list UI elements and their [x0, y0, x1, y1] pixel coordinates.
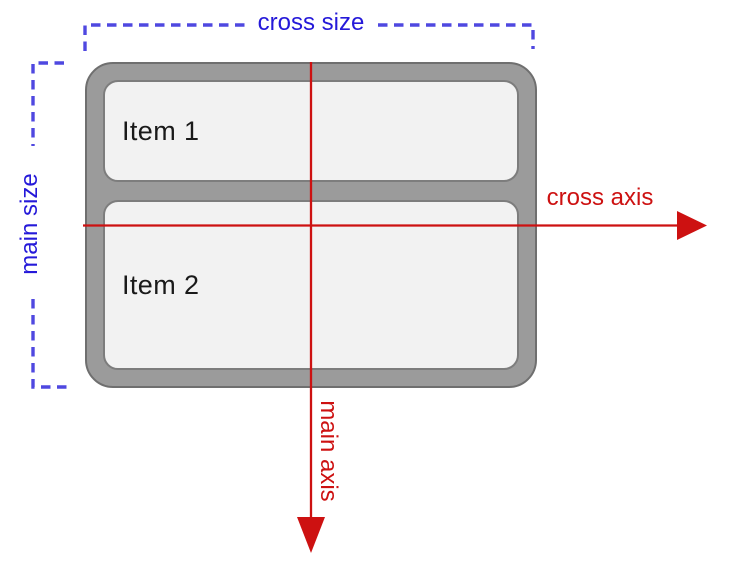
main-size-label: main size [16, 173, 43, 275]
main-size-bracket-bottom-segment [31, 299, 68, 389]
flex-item-2: Item 2 [103, 200, 519, 370]
cross-axis-label: cross axis [546, 184, 654, 211]
right-arrowhead-icon [677, 211, 707, 240]
flex-item-1: Item 1 [103, 80, 519, 182]
flex-item-2-label: Item 2 [122, 269, 200, 300]
main-axis-label: main axis [315, 400, 342, 502]
flex-container: Item 1 Item 2 [85, 62, 537, 388]
cross-size-bracket-right-segment [378, 23, 535, 49]
flex-item-1-label: Item 1 [122, 115, 200, 146]
down-arrowhead-icon [297, 517, 325, 553]
cross-size-bracket-left-segment [83, 23, 247, 51]
cross-size-label: cross size [257, 9, 365, 36]
main-size-bracket-top-segment [31, 61, 64, 146]
